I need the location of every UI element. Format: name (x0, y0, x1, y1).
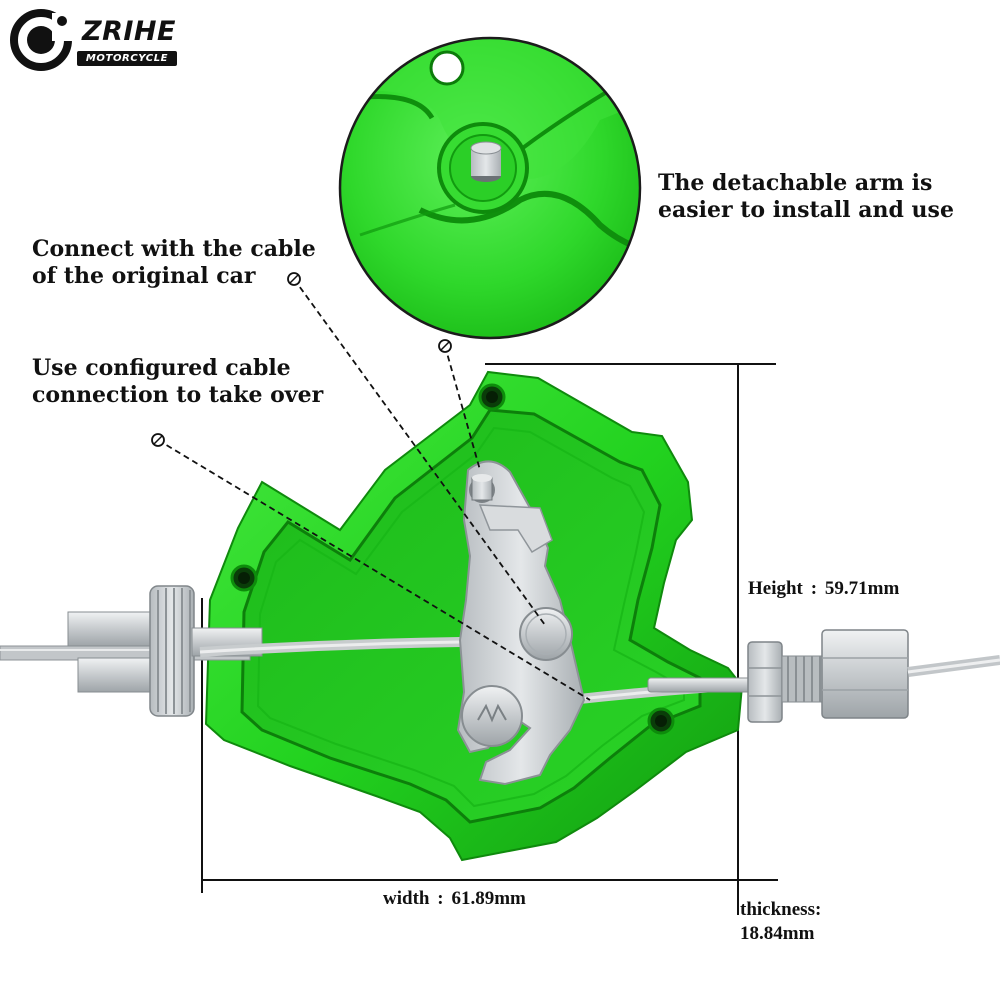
leader-lines (157, 278, 591, 701)
logo-ring-icon (10, 9, 74, 71)
height-value: 59.71mm (824, 578, 900, 599)
width-label: width (383, 888, 430, 909)
height-separator: : (810, 578, 818, 599)
width-value: 61.89mm (451, 888, 526, 909)
height-label: Height (748, 578, 803, 599)
thickness-dimension: thickness: 18.84mm (740, 898, 890, 946)
zoom-detail-circle (338, 36, 642, 340)
thickness-label: thickness: (740, 899, 822, 920)
thickness-value: 18.84mm (740, 923, 815, 944)
width-dimension: width:61.89mm (383, 887, 526, 911)
brand-logo: ZRIHE MOTORCYCLE (8, 7, 180, 71)
callout-configured-cable: Use configured cable connection to take … (32, 355, 324, 408)
callout-connect-cable: Connect with the cable of the original c… (32, 236, 316, 289)
callout-detachable-arm: The detachable arm is easier to install … (658, 170, 954, 223)
height-dimension: Height:59.71mm (748, 577, 899, 601)
cable-right (647, 629, 1000, 723)
width-separator: : (437, 888, 444, 909)
brand-name: ZRIHE (82, 16, 176, 47)
aluminum-arm (456, 460, 586, 786)
dimension-lines (201, 363, 778, 915)
brand-subtitle: MOTORCYCLE (77, 51, 177, 66)
